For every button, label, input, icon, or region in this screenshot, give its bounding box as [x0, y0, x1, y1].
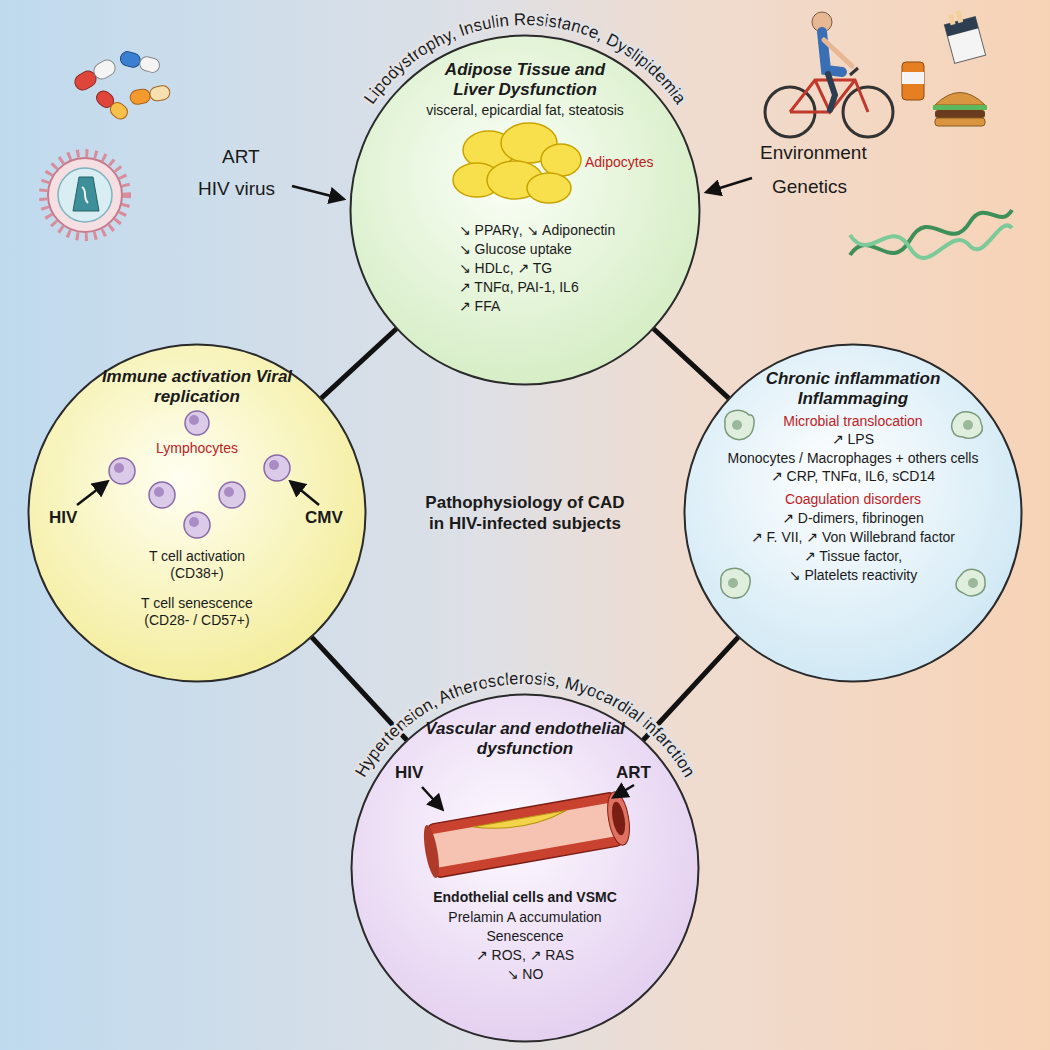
vascular-circle: Hypertension, Atherosclerosis, Myocardia…	[350, 693, 700, 1043]
adipose-circle: Lipodystrophy, Insulin Resistance, Dysli…	[349, 34, 701, 386]
node-text: Endothelial cells and VSMC	[395, 889, 655, 906]
node-text: ↘ Platelets reactivity	[703, 567, 1003, 584]
side-label: Environment	[760, 142, 867, 164]
node-text: Adipose Tissue and Liver Dysfunction	[425, 60, 625, 101]
connector-line	[321, 329, 396, 399]
node-text: HIV	[49, 508, 93, 528]
node-text: ↗ F. VII, ↗ Von Willebrand factor	[703, 529, 1003, 546]
arc-caption-text: Lipodystrophy, Insulin Resistance, Dysli…	[360, 10, 690, 108]
node-text: ↗ TNFα, PAI-1, IL6	[459, 279, 679, 296]
node-text: ↘ NO	[395, 966, 655, 983]
node-text: ART	[616, 763, 666, 783]
node-text: ↘ Glucose uptake	[459, 241, 679, 258]
side-label: ART	[222, 146, 260, 168]
node-text: ↗ Tissue factor,	[703, 548, 1003, 565]
node-text: visceral, epicardial fat, steatosis	[375, 102, 675, 119]
soda-can-icon	[902, 62, 924, 100]
dna-helix-icon	[850, 210, 1012, 258]
node-text: Monocytes / Macrophages + others cells	[703, 450, 1003, 467]
node-text: ↗ LPS	[703, 431, 1003, 448]
node-text: Vascular and endothelial dysfunction	[425, 719, 625, 760]
node-text: CMV	[305, 508, 357, 528]
node-text: ↗ D-dimers, fibrinogen	[703, 510, 1003, 527]
node-text: Chronic inflammation Inflammaging	[743, 369, 963, 410]
inflammation-circle: Chronic inflammation InflammagingMicrobi…	[683, 343, 1023, 683]
node-text: Adipocytes	[585, 154, 675, 171]
cyclist-icon	[765, 12, 893, 137]
node-text: ↘ HDLc, ↗ TG	[459, 260, 679, 277]
side-label: Genetics	[772, 176, 847, 198]
leader-arrow	[292, 186, 343, 199]
connector-line	[654, 329, 729, 399]
node-text: Immune activation Viral replication	[97, 367, 297, 408]
node-text: Microbial translocation	[703, 413, 1003, 430]
leader-arrow	[707, 178, 752, 192]
node-text: T cell activation (CD38+)	[122, 548, 272, 582]
node-text: Lymphocytes	[137, 440, 257, 457]
node-text: T cell senescence (CD28- / CD57+)	[127, 595, 267, 629]
center-title: Pathophysiology of CAD in HIV-infected s…	[425, 492, 625, 535]
pills-icon	[72, 50, 171, 122]
node-text: Senescence	[395, 928, 655, 945]
hiv-virus-icon	[43, 153, 127, 237]
node-text: ↗ CRP, TNFα, IL6, sCD14	[703, 468, 1003, 485]
node-text: ↗ ROS, ↗ RAS	[395, 947, 655, 964]
cigarette-pack-icon	[942, 7, 986, 64]
node-text: Coagulation disorders	[703, 491, 1003, 508]
side-label: HIV virus	[198, 178, 275, 200]
arc-caption: Hypertension, Atherosclerosis, Myocardia…	[310, 653, 740, 1050]
node-text: Prelamin A accumulation	[395, 909, 655, 926]
node-text: ↘ PPARγ, ↘ Adiponectin	[459, 222, 679, 239]
immune-circle: Immune activation Viral replicationLymph…	[27, 343, 367, 683]
node-text: ↗ FFA	[459, 298, 679, 315]
node-text: HIV	[395, 763, 439, 783]
burger-icon	[933, 93, 987, 127]
